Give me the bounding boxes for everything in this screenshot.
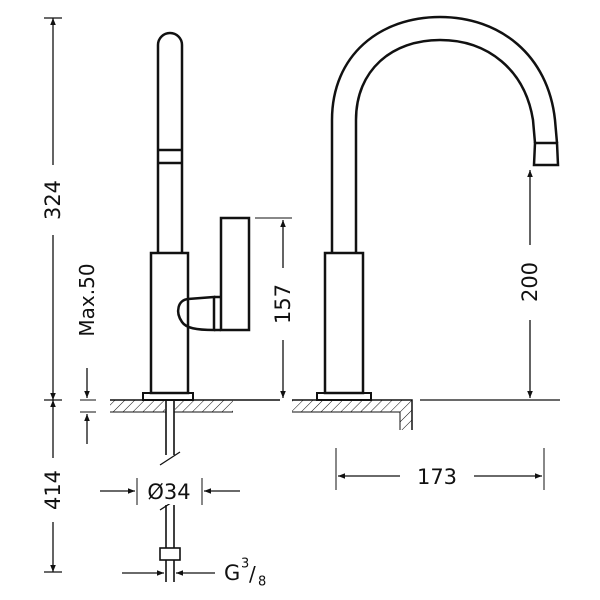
base-diameter-dimension bbox=[100, 478, 240, 505]
spout-reach-label: 173 bbox=[417, 465, 457, 489]
connection-slash: / bbox=[249, 562, 256, 586]
connection-numerator: 3 bbox=[241, 557, 249, 572]
total-height-above-label: 324 bbox=[41, 180, 65, 220]
lever-height-label: 157 bbox=[271, 284, 295, 324]
connection-denominator: 8 bbox=[258, 575, 266, 590]
faucet-front-view bbox=[316, 15, 560, 401]
diameter-label-bg bbox=[142, 478, 196, 504]
base-diameter-label: Ø34 bbox=[147, 480, 190, 504]
max-deck-label: Max.50 bbox=[75, 263, 99, 336]
faucet-side-view bbox=[142, 31, 251, 582]
deck-right bbox=[292, 399, 560, 430]
deck-thickness-dimension bbox=[80, 368, 96, 444]
deck-left bbox=[110, 399, 280, 413]
total-height-below-label: 414 bbox=[41, 470, 65, 510]
connection-label: G 3 / 8 bbox=[224, 557, 266, 590]
connection-letter: G bbox=[224, 561, 240, 585]
spout-height-label: 200 bbox=[518, 262, 542, 302]
lever-height-dimension bbox=[255, 217, 292, 398]
overall-height-dimension bbox=[44, 17, 62, 573]
spout-reach-dimension bbox=[335, 448, 545, 490]
